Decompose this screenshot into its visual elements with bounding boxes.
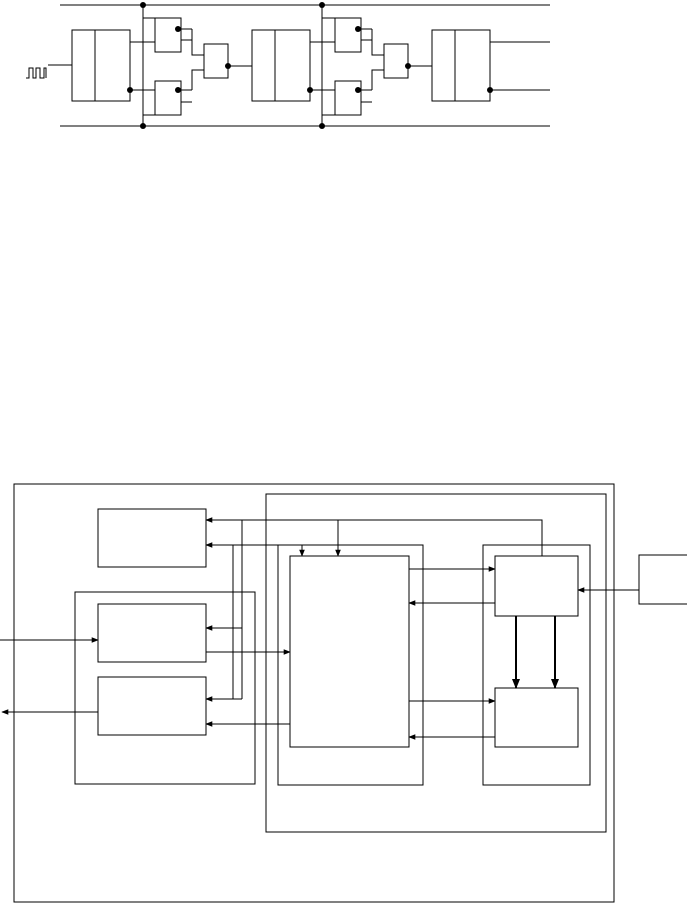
external-block bbox=[639, 555, 687, 604]
gate-1-lower bbox=[155, 81, 181, 115]
inner-system-frame bbox=[266, 494, 606, 832]
gate-1-upper-route bbox=[192, 29, 204, 55]
right-lower-block bbox=[495, 688, 578, 747]
gate-2-lower bbox=[335, 81, 361, 115]
junction-dot bbox=[140, 2, 146, 8]
junction-dot bbox=[225, 63, 231, 69]
junction-dot bbox=[319, 2, 325, 8]
stage-1 bbox=[72, 30, 155, 101]
gate-1-lower-route bbox=[192, 70, 204, 90]
left-lower-block bbox=[98, 677, 206, 735]
gate-1-upper bbox=[155, 18, 181, 52]
stage-2-block bbox=[252, 30, 310, 101]
top-left-block bbox=[98, 509, 206, 567]
junction-dots bbox=[127, 2, 493, 129]
junction-dot bbox=[307, 87, 313, 93]
right-column-frame bbox=[483, 545, 590, 785]
junction-dot bbox=[405, 63, 411, 69]
left-output-arrow bbox=[1, 709, 98, 715]
junction-dot bbox=[127, 87, 133, 93]
outer-frame bbox=[14, 484, 614, 902]
left-upper-block bbox=[98, 604, 206, 662]
bus-top-feedback bbox=[205, 517, 542, 556]
input-pulse-icon bbox=[26, 68, 46, 78]
junction-dot bbox=[355, 87, 361, 93]
system-block-diagram bbox=[0, 484, 687, 902]
junction-dot bbox=[140, 123, 146, 129]
center-processor-block bbox=[290, 556, 409, 747]
left-module-frame bbox=[75, 592, 255, 784]
junction-dot bbox=[487, 87, 493, 93]
gate-1-combine bbox=[204, 44, 228, 78]
gate-2-upper-route bbox=[372, 29, 384, 55]
gate-2-combine bbox=[384, 44, 408, 78]
gate-2-lower-route bbox=[372, 70, 384, 90]
junction-dot bbox=[175, 87, 181, 93]
junction-dot bbox=[175, 26, 181, 32]
stage-3-block bbox=[432, 30, 490, 101]
cascaded-logic-circuit bbox=[26, 2, 550, 129]
stage-1-block bbox=[72, 30, 130, 101]
stage-2 bbox=[252, 30, 335, 101]
stage-3 bbox=[432, 30, 550, 101]
right-upper-block bbox=[495, 556, 578, 616]
junction-dot bbox=[319, 123, 325, 129]
center-column-frame bbox=[278, 545, 423, 785]
junction-dot bbox=[355, 26, 361, 32]
gate-2-upper bbox=[335, 18, 361, 52]
